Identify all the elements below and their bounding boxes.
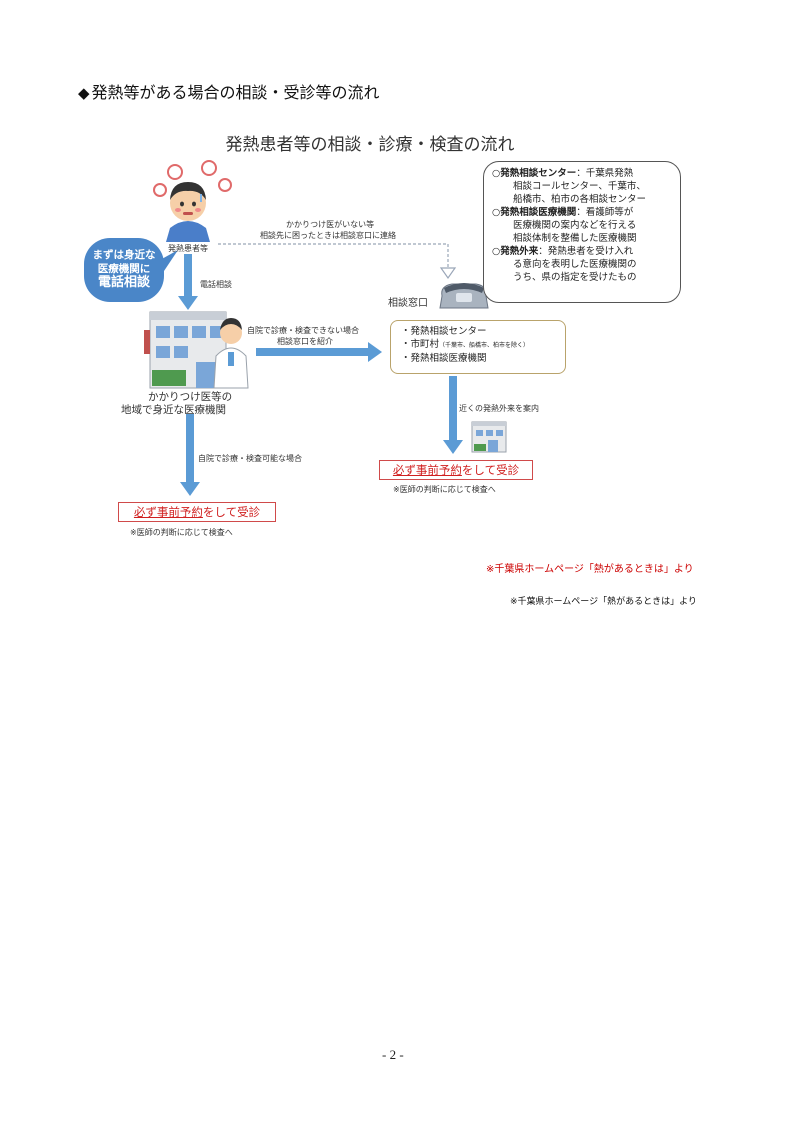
reservation-notice-left: 必ず事前予約をして受診 (118, 502, 276, 522)
legend-box: ○発熱相談センター：千葉県発熱 相談コールセンター、千葉市、 船橋市、柏市の各相… (483, 161, 681, 303)
sick-patient-icon (153, 160, 232, 242)
doctor-icon (213, 318, 249, 389)
exam-note-right: ※医師の判断に応じて検査へ (393, 485, 496, 494)
legend-item-1-line3: 船橋市、柏市の各相談センター (513, 194, 647, 205)
bubble-line3: 電話相談 (97, 275, 150, 290)
window-item-center: ・発熱相談センター (401, 326, 487, 337)
bubble-text: まずは身近な 医療機関に 電話相談 (84, 248, 164, 290)
section-heading-text: 発熱等がある場合の相談・受診等の流れ (91, 83, 380, 102)
telephone-icon (439, 283, 489, 309)
bubble-line2: 医療機関に (97, 263, 151, 275)
patient-label: 発熱患者等 (168, 244, 208, 253)
exam-note-left: ※医師の判断に応じて検査へ (130, 528, 233, 537)
refer-label-2: 相談窓口を紹介 (277, 337, 333, 346)
source-note-red: ※千葉県ホームページ「熱があるときは」より (486, 564, 694, 575)
reservation-notice-right: 必ず事前予約をして受診 (379, 460, 533, 480)
legend-item-2-line2: 医療機関の案内などを行える (513, 220, 637, 231)
fever-clinic-icon (471, 421, 507, 453)
no-doctor-label-2: 相談先に困ったときは相談窓口に連絡 (260, 231, 396, 240)
legend-item-2-line3: 相談体制を整備した医療機関 (513, 233, 637, 244)
phone-consult-label: 電話相談 (200, 280, 232, 289)
nearby-fever-clinic-label: 近くの発熱外来を案内 (459, 404, 539, 413)
legend-item-3-line3: うち、県の指定を受けたもの (513, 272, 637, 283)
arrow-refer-to-window (256, 342, 382, 362)
figure-title: 発熱患者等の相談・診療・検査の流れ (225, 135, 515, 155)
consult-window-label: 相談窓口 (388, 298, 428, 309)
refer-label-1: 自院で診療・検査できない場合 (247, 326, 359, 335)
municipality-note: （千葉市、船橋市、柏市を除く） (439, 342, 530, 349)
clinic-label-1: かかりつけ医等の (148, 391, 233, 403)
legend-item-2: ○発熱相談医療機関：看護師等が (492, 207, 634, 218)
arrow-to-fever-clinic (443, 376, 463, 454)
diamond-bullet: ◆ (78, 84, 90, 102)
legend-item-1: ○発熱相談センター：千葉県発熱 (492, 168, 634, 179)
legend-item-1-line2: 相談コールセンター、千葉市、 (513, 181, 646, 192)
bubble-line1: まずは身近な (92, 249, 156, 261)
speech-bubble-shape (84, 238, 178, 302)
section-heading: ◆発熱等がある場合の相談・受診等の流れ (78, 79, 380, 103)
arrow-phone-consult (178, 254, 198, 310)
dashed-arrow-no-doctor (218, 243, 457, 280)
consult-window-box: ・発熱相談センター ・市町村（千葉市、船橋市、柏市を除く） ・発熱相談医療機関 (390, 320, 566, 374)
clinic-label-2: 地域で身近な医療機関 (121, 404, 226, 416)
source-note-black: ※千葉県ホームページ「熱があるときは」より (510, 597, 697, 607)
window-item-municipality: ・市町村（千葉市、船橋市、柏市を除く） (401, 339, 530, 350)
legend-item-3-line2: る意向を表明した医療機関の (513, 259, 637, 270)
clinic-building-icon (144, 311, 227, 389)
arrow-self-clinic (180, 414, 200, 496)
page-number: - 2 - (382, 1047, 404, 1062)
no-doctor-label-1: かかりつけ医がいない等 (286, 220, 375, 229)
legend-item-3: ○発熱外来：発熱患者を受け入れ (492, 246, 634, 257)
self-clinic-possible-label: 自院で診療・検査可能な場合 (198, 454, 302, 463)
window-item-consult-clinic: ・発熱相談医療機関 (401, 353, 487, 364)
